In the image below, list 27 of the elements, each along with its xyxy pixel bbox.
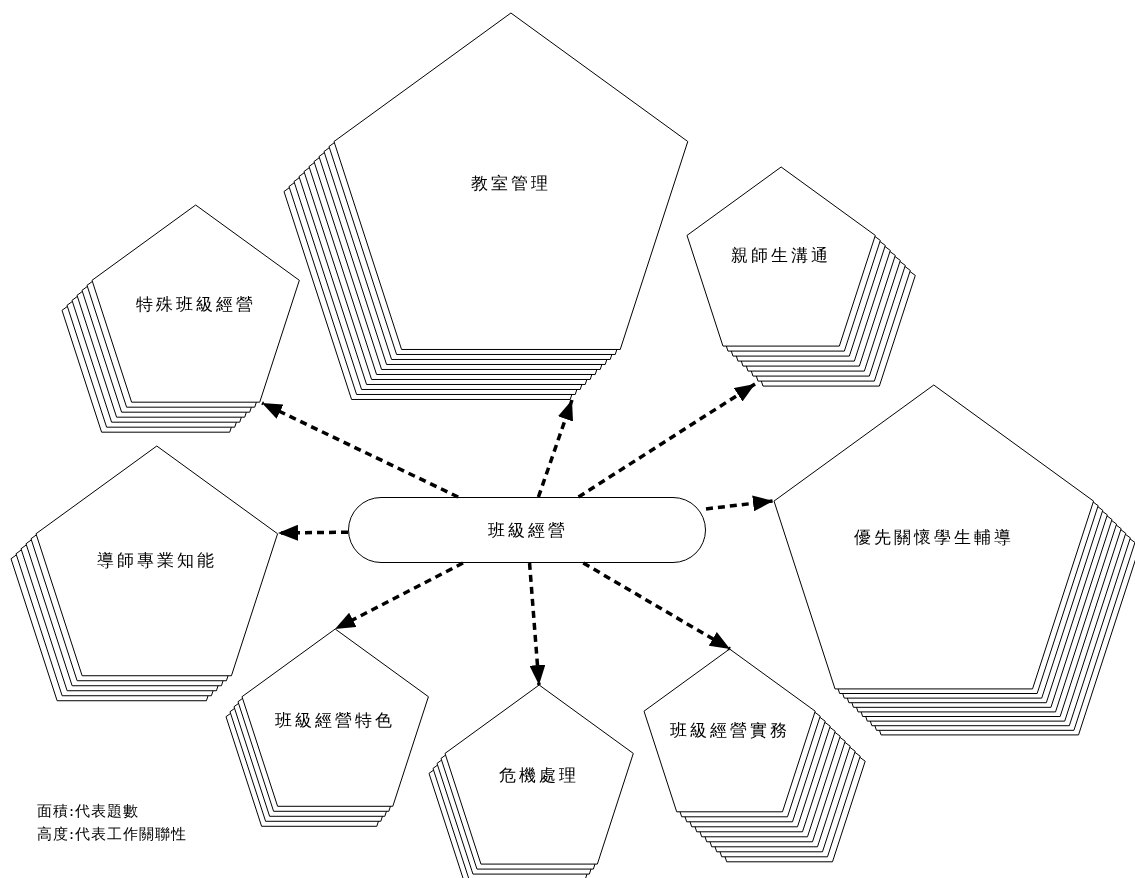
pentagon-stack (643, 648, 867, 863)
pentagon-stack (224, 628, 430, 828)
node-label: 優先關懷學生輔導 (854, 525, 1014, 549)
node-label: 特殊班級經營 (136, 292, 256, 316)
pentagon-stack (61, 204, 301, 434)
pentagon-stack (685, 166, 917, 388)
note-text: 高度:代表工作關聯性 (37, 825, 188, 844)
note-text: 面積:代表題數 (37, 802, 140, 821)
node-label: 教室管理 (471, 171, 551, 195)
pentagon-stack (427, 684, 635, 878)
arrow (334, 561, 464, 631)
arrow (536, 399, 574, 498)
node-label: 班級經營實務 (670, 718, 790, 742)
node-label: 親師生溝通 (731, 243, 831, 267)
arrow (277, 524, 348, 541)
node-label: 班級經營 (488, 518, 568, 542)
pentagon-stack (10, 445, 279, 702)
arrow (527, 562, 546, 686)
arrow (582, 561, 731, 651)
node-label: 導師專業知能 (97, 548, 217, 572)
node-label: 班級經營特色 (275, 708, 395, 732)
node-label: 危機處理 (499, 763, 579, 787)
arrow (705, 495, 774, 512)
arrow (577, 382, 756, 499)
pentagon-stack (283, 12, 689, 401)
arrow (261, 401, 459, 499)
rounded-box (348, 497, 706, 563)
